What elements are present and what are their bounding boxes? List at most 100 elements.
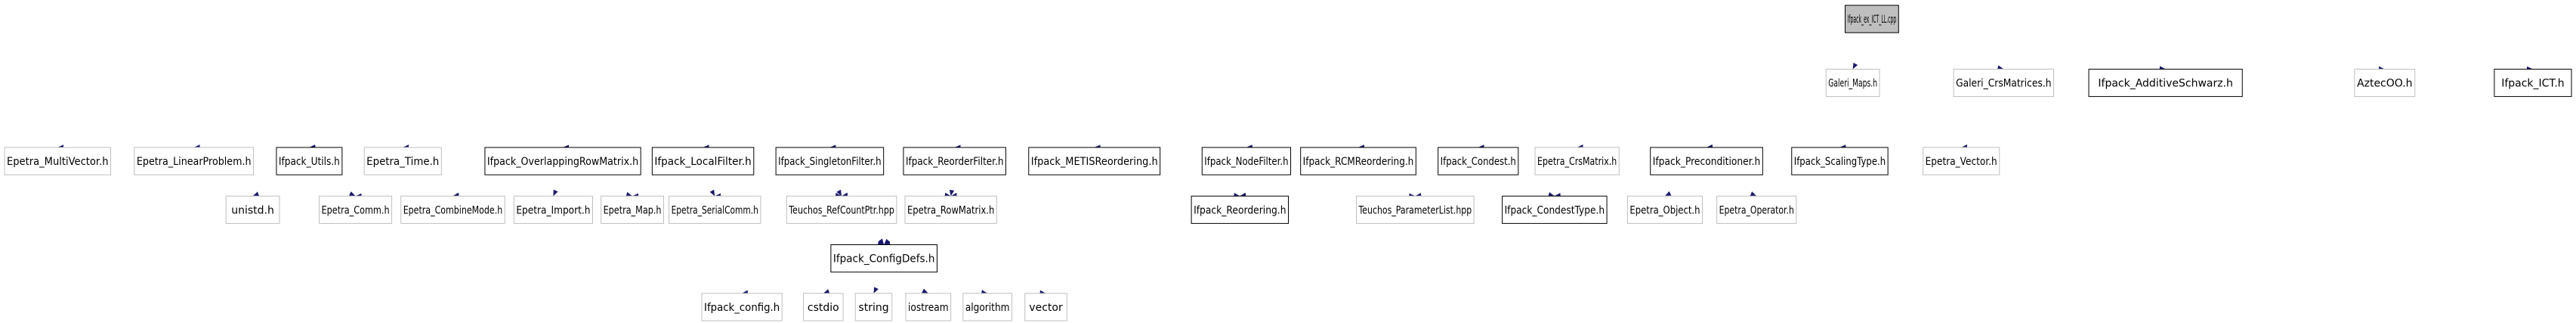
edge-utils-to-unistd <box>252 191 260 197</box>
edge-root-to-ict <box>2526 66 2533 72</box>
node-label: Epetra_Operator.h <box>1719 204 1794 216</box>
node-string: string <box>854 293 893 321</box>
node-box <box>134 147 255 175</box>
node-galeri_crs: Galeri_CrsMatrices.h <box>1953 68 2055 98</box>
edge-ovl-to-rcp <box>835 193 842 198</box>
node-label: Epetra_Comm.h <box>322 204 390 216</box>
edge-metis-to-rowm <box>950 192 958 198</box>
edge-condest-to-condesttype <box>1548 191 1555 197</box>
node-box <box>1953 68 2055 98</box>
edge-single-to-rcp <box>836 189 842 197</box>
node-label: Epetra_Import.h <box>516 204 590 216</box>
edge-reorderf-to-rcp <box>842 192 848 197</box>
node-box <box>775 147 885 175</box>
node-box <box>1534 147 1620 175</box>
edge-additive-to-rcm <box>1358 144 1365 150</box>
node-additive[interactable]: Ifpack_AdditiveSchwarz.h <box>2088 68 2243 98</box>
edge-config-to-iostream <box>922 288 928 293</box>
edge-ovl-to-import <box>553 189 558 197</box>
node-rcp: Teuchos_RefCountPtr.hpp <box>786 195 897 224</box>
node-utils[interactable]: Ifpack_Utils.h <box>276 147 343 175</box>
edge-additive-to-comm <box>355 193 362 198</box>
node-nodef[interactable]: Ifpack_NodeFilter.h <box>1201 147 1292 175</box>
node-label: Ifpack_ConfigDefs.h <box>833 253 935 266</box>
node-label: Ifpack_Preconditioner.h <box>1653 156 1761 168</box>
node-root: Ifpack_ex_ICT_LL.cpp <box>1845 5 1899 33</box>
node-scaling[interactable]: Ifpack_ScalingType.h <box>1791 147 1889 175</box>
node-label: Epetra_SerialComm.h <box>672 204 758 216</box>
edge-additive-to-single <box>829 144 836 150</box>
node-box <box>854 293 893 321</box>
node-box <box>601 195 665 224</box>
node-label: Epetra_Time.h <box>366 156 439 168</box>
edge-root-to-additive <box>2159 66 2166 71</box>
node-mv: Epetra_MultiVector.h <box>4 147 112 175</box>
node-label: Epetra_LinearProblem.h <box>137 156 252 168</box>
edge-additive-to-reorderf <box>954 144 961 150</box>
edge-ovl-to-map <box>625 191 633 197</box>
edge-metis-to-reordering <box>1233 192 1240 198</box>
node-box <box>319 195 393 224</box>
node-lp: Epetra_LinearProblem.h <box>134 147 255 175</box>
node-ict[interactable]: Ifpack_ICT.h <box>2494 68 2572 98</box>
node-reordering[interactable]: Ifpack_Reordering.h <box>1191 195 1290 224</box>
node-box <box>1626 195 1703 224</box>
node-condest[interactable]: Ifpack_Condest.h <box>1438 147 1519 175</box>
edge-ovl-to-combine <box>452 192 459 197</box>
edge-additive-to-local <box>703 144 709 150</box>
edge-ict-to-plist <box>1415 193 1422 198</box>
node-box <box>276 147 343 175</box>
node-label: Ifpack_NodeFilter.h <box>1204 156 1288 168</box>
node-box <box>2354 68 2416 98</box>
node-label: Ifpack_SingletonFilter.h <box>778 156 882 168</box>
node-label: Galeri_CrsMatrices.h <box>1956 78 2051 90</box>
node-label: Epetra_Map.h <box>604 204 662 216</box>
node-config[interactable]: Ifpack_ConfigDefs.h <box>830 244 937 273</box>
edge-root-to-utils <box>309 144 316 150</box>
node-label: Teuchos_ParameterList.hpp <box>1358 204 1472 216</box>
node-box <box>1791 147 1889 175</box>
node-label: Ifpack_CondestType.h <box>1505 204 1605 216</box>
node-box <box>513 195 593 224</box>
node-ovl[interactable]: Ifpack_OverlappingRowMatrix.h <box>484 147 641 175</box>
node-box <box>363 147 442 175</box>
edge-config-to-string <box>873 287 879 293</box>
node-label: Ifpack_ScalingType.h <box>1794 156 1886 168</box>
node-label: Ifpack_ex_ICT_LL.cpp <box>1848 14 1897 26</box>
node-condesttype[interactable]: Ifpack_CondestType.h <box>1502 195 1608 224</box>
edge-additive-to-nodef <box>1246 144 1253 150</box>
node-cstdio: cstdio <box>803 293 844 321</box>
node-label: Ifpack_RCMReordering.h <box>1303 156 1414 168</box>
node-box <box>2088 68 2243 98</box>
node-label: AztecOO.h <box>2357 78 2413 90</box>
node-label: cstdio <box>808 302 839 314</box>
node-local[interactable]: Ifpack_LocalFilter.h <box>651 147 755 175</box>
node-label: Galeri_Maps.h <box>1828 78 1877 90</box>
node-label: iostream <box>908 302 949 314</box>
node-label: Ifpack_LocalFilter.h <box>654 156 751 168</box>
node-label: Ifpack_Condest.h <box>1441 156 1516 168</box>
edge-single-to-rowm <box>944 192 951 197</box>
node-precond[interactable]: Ifpack_Preconditioner.h <box>1650 147 1763 175</box>
edge-ict-to-scaling <box>1839 144 1846 150</box>
node-metis[interactable]: Ifpack_METISReordering.h <box>1028 147 1161 175</box>
node-box <box>1201 147 1292 175</box>
edge-precond-to-plist <box>1415 193 1422 198</box>
node-single[interactable]: Ifpack_SingletonFilter.h <box>775 147 885 175</box>
edge-additive-to-mv <box>57 144 64 150</box>
node-box <box>669 195 761 224</box>
node-label: Epetra_MultiVector.h <box>7 156 109 168</box>
edge-root-to-galeri_maps <box>1852 62 1858 70</box>
node-label: Epetra_CrsMatrix.h <box>1537 156 1617 168</box>
edge-ict-to-time <box>403 144 409 150</box>
edge-local-to-rowm <box>944 193 951 198</box>
node-box <box>1716 195 1797 224</box>
node-label: Epetra_Vector.h <box>1926 156 1997 168</box>
edge-additive-to-utils <box>309 144 316 150</box>
node-box <box>484 147 641 175</box>
node-label: Ifpack_ReorderFilter.h <box>906 156 1003 168</box>
node-rcm[interactable]: Ifpack_RCMReordering.h <box>1300 147 1416 175</box>
node-map: Epetra_Map.h <box>601 195 665 224</box>
node-reorderf[interactable]: Ifpack_ReorderFilter.h <box>903 147 1006 175</box>
node-box <box>905 293 952 321</box>
